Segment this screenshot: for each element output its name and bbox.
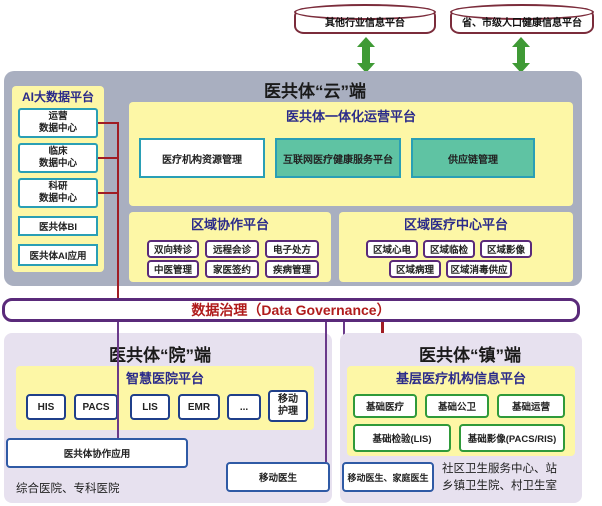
arrow-up-icon [357,37,375,47]
connector-line [98,157,118,159]
system-pacs: PACS [74,394,118,420]
collab-platform-title: 区域协作平台 [190,217,269,232]
smart-hospital-title: 智慧医院平台 [125,370,204,386]
collab-item: 家医签约 [205,260,259,278]
ai-platform-title: AI大数据平台 [21,89,94,104]
connector-line [325,322,327,462]
data-center-research: 科研 数据中心 [18,178,98,208]
external-platform-right-label: 省、市级人口健康信息平台 [462,17,582,29]
regional-item: 区域临检 [423,240,475,258]
connector-line [117,122,119,298]
ai-app-box: 医共体AI应用 [18,244,98,266]
bi-box: 医共体BI [18,216,98,236]
arrow-down-icon [357,63,375,73]
system-mobile-nursing: 移动护理 [268,390,308,422]
town-footer-line1: 社区卫生服务中心、站 [442,463,557,475]
external-platform-left-label: 其他行业信息平台 [325,17,405,29]
system-more: ... [227,394,261,420]
arrow-down-icon [512,63,530,73]
collab-item: 电子处方 [265,240,319,258]
town-title: 医共体“镇”端 [419,345,521,365]
double-arrow-right [512,37,530,73]
regional-item: 区域心电 [366,240,418,258]
external-platform-left: 其他行业信息平台 [294,4,436,34]
data-center-line1: 运营 [48,111,68,122]
hospital-title: 医共体“院”端 [109,345,211,365]
data-center-line2: 数据中心 [38,123,77,134]
town-footer-line2: 乡镇卫生院、村卫生室 [442,480,557,492]
cloud-title: 医共体“云”端 [264,81,366,101]
collab-item: 中医管理 [147,260,199,278]
data-center-line2: 数据中心 [38,193,77,204]
data-center-line1: 临床 [48,146,68,157]
mobile-doctor-box: 移动医生 [226,462,330,492]
town-item-basic-operations: 基础运营 [497,394,565,418]
regional-center-title: 区域医疗中心平台 [403,217,508,232]
data-center-clinical: 临床 数据中心 [18,143,98,173]
collab-item: 双向转诊 [147,240,199,258]
resource-management-box: 医疗机构资源管理 [139,138,265,178]
town-item-basic-pacs: 基础影像(PACS/RIS) [459,424,565,452]
data-center-line2: 数据中心 [38,158,77,169]
regional-item: 区域消毒供应 [446,260,512,278]
town-mobile-app-box: 移动医生、家庭医生 [342,462,434,492]
data-center-line1: 科研 [48,181,68,192]
arrow-shaft [517,46,525,64]
town-item-basic-lis: 基础检验(LIS) [353,424,451,452]
connector-line [98,192,118,194]
collab-app-box: 医共体协作应用 [6,438,188,468]
arrow-up-icon [512,37,530,47]
regional-item: 区域病理 [389,260,441,278]
connector-line [117,322,119,438]
data-center-operations: 运营 数据中心 [18,108,98,138]
regional-item: 区域影像 [480,240,532,258]
external-platform-right: 省、市级人口健康信息平台 [450,4,594,34]
supply-chain-box: 供应链管理 [411,138,535,178]
data-governance-bar: 数据治理（Data Governance） [2,298,580,322]
system-his: HIS [26,394,66,420]
arrow-shaft [362,46,370,64]
double-arrow-left [357,37,375,73]
internet-health-box: 互联网医疗健康服务平台 [275,138,401,178]
town-item-basic-medical: 基础医疗 [353,394,417,418]
hospital-footer: 综合医院、专科医院 [16,483,120,495]
system-lis: LIS [130,394,170,420]
ops-platform-title: 医共体一体化运营平台 [285,108,416,124]
town-item-basic-public-health: 基础公卫 [425,394,489,418]
system-emr: EMR [178,394,220,420]
grassroots-platform-title: 基层医疗机构信息平台 [395,370,526,386]
collab-item: 疾病管理 [265,260,319,278]
collab-item: 远程会诊 [205,240,259,258]
connector-line [98,122,118,124]
